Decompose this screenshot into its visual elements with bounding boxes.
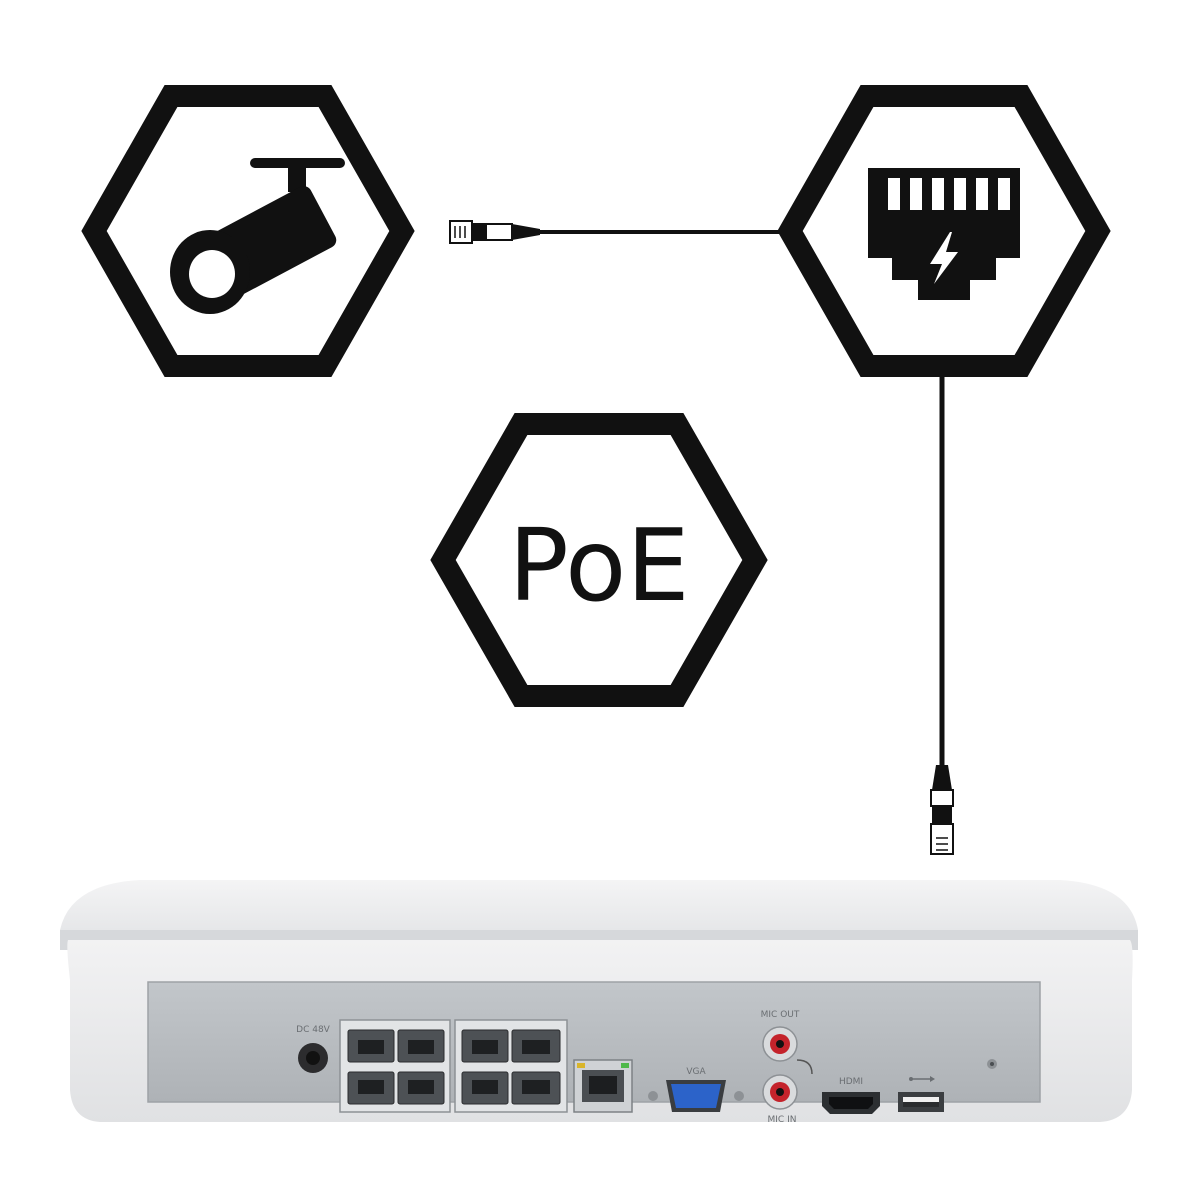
audio-out-jack[interactable]	[762, 1026, 798, 1062]
ground-screw	[987, 1059, 997, 1069]
poe-label: PoE	[508, 507, 689, 624]
mic-out-label: MIC OUT	[761, 1010, 800, 1020]
audio-in-jack[interactable]	[762, 1074, 798, 1110]
camera-hexagon	[81, 85, 415, 377]
dc-power-jack[interactable]	[298, 1043, 328, 1073]
hdmi-port[interactable]	[822, 1092, 880, 1114]
lan-port[interactable]	[573, 1059, 633, 1113]
ethernet-cable-vertical	[930, 372, 954, 855]
ethernet-cable-icon	[449, 220, 790, 244]
vga-label: VGA	[686, 1067, 706, 1077]
poe-badge: PoE	[430, 413, 768, 707]
camera-icon	[170, 158, 345, 314]
dc-power-label: DC 48V	[296, 1025, 331, 1035]
hdmi-label: HDMI	[839, 1077, 863, 1087]
lightning-bolt-icon	[930, 232, 958, 284]
poe-port-icon	[868, 168, 1020, 300]
usb-port[interactable]	[898, 1092, 944, 1112]
poe-ports-block	[339, 1019, 568, 1113]
nvr-recorder: DC 48V	[60, 880, 1138, 1125]
mic-in-label: MIC IN	[768, 1115, 797, 1125]
vga-port[interactable]	[648, 1080, 744, 1112]
poe-switch-hexagon	[777, 85, 1111, 377]
usb-icon	[909, 1076, 935, 1082]
